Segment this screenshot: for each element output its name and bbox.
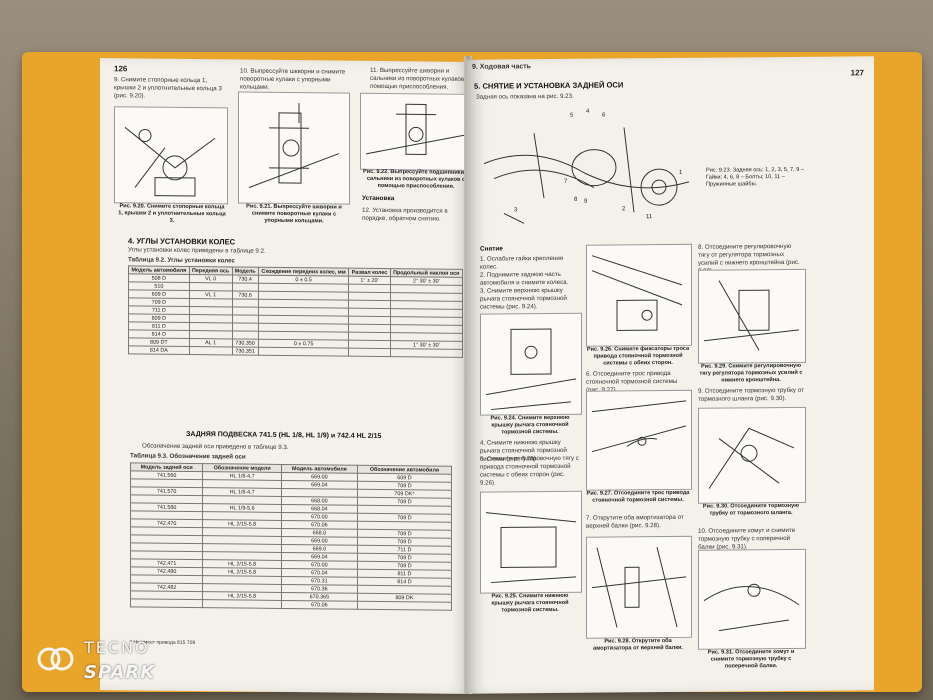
removal-step-5: 5. Снимите регулировочную тягу с привода… (480, 454, 579, 487)
tecno-logo-icon (37, 647, 74, 671)
table-9-2-cell: 730.351 (232, 346, 259, 356)
table-9-3-cell (357, 601, 452, 611)
watermark-model: SPARK (84, 662, 156, 683)
figure-9-30-caption: Рис. 9.30. Отсоедините тормозную трубку … (702, 502, 800, 517)
figure-9-20-caption: Рис. 9.20. Снимите стопорные кольца 1, к… (118, 203, 226, 224)
figure-9-31-caption: Рис. 9.31. Отсоедините хомут и снимите т… (707, 648, 795, 670)
figure-9-26 (586, 243, 692, 347)
figure-9-27-caption: Рис. 9.27. Отсоедините трос привода стоя… (586, 489, 690, 504)
table-9-2-cell (258, 347, 349, 357)
svg-text:3: 3 (514, 207, 518, 213)
svg-text:4: 4 (586, 109, 590, 115)
svg-text:9: 9 (584, 199, 588, 205)
table-9-2-cell (232, 314, 259, 324)
section-5-intro: Задняя ось показана на рис. 9.23. (476, 92, 574, 101)
rear-suspension-title: ЗАДНЯЯ ПОДВЕСКА 741.5 (HL 1/8, HL 1/9) и… (186, 430, 382, 440)
figure-9-30 (698, 406, 806, 504)
table-9-2-cell (232, 298, 259, 308)
section-5-title: 5. СНЯТИЕ И УСТАНОВКА ЗАДНЕЙ ОСИ (474, 80, 624, 91)
figure-9-31 (698, 548, 806, 650)
step-9-text: 9. Снимите стопорные кольца 1, крышки 2 … (114, 76, 222, 100)
figure-9-29-caption: Рис. 9.29. Снимите регулировочную тягу р… (699, 362, 803, 384)
svg-text:1: 1 (679, 170, 683, 176)
table-9-2-header-2: Модель (232, 266, 259, 276)
table-9-2-cell: 730.4 (232, 274, 259, 284)
figure-9-26-caption: Рис. 9.26. Снимите фиксаторы троса приво… (586, 345, 690, 367)
table-9-2-cell (232, 330, 259, 340)
figure-9-24-caption: Рис. 9.24. Снимите верхнюю крышку рычага… (490, 414, 570, 436)
table-9-2-cell (232, 282, 259, 292)
right-page: 9. Ходовая часть 127 5. СНЯТИЕ И УСТАНОВ… (466, 56, 874, 694)
table-9-3-title: Таблица 9.3. Обозначение задней оси (130, 452, 246, 461)
rear-suspension-intro: Обозначение задней оси приведено в табли… (142, 442, 289, 452)
figure-9-20 (114, 106, 228, 205)
page-number-right: 127 (850, 68, 864, 78)
table-9-2-cell (390, 348, 463, 358)
section-4-intro: Углы установки колес приведены в таблице… (128, 246, 266, 255)
figure-9-21-caption: Рис. 9.21. Выпрессуйте шкворни и снимите… (246, 203, 342, 225)
figure-9-29 (698, 268, 806, 364)
svg-text:11: 11 (646, 214, 653, 220)
step-10-text: 10. Выпрессуйте шкворни и снимите поворо… (240, 67, 346, 91)
watermark-brand: TECNO (84, 638, 150, 657)
svg-text:5: 5 (570, 113, 574, 119)
removal-step-9: 9. Отсоедините тормозную трубку от тормо… (698, 386, 804, 403)
assembly-text: 12. Установка производится в порядке, об… (362, 206, 448, 223)
section-4-title: 4. УГЛЫ УСТАНОВКИ КОЛЕС (128, 236, 236, 247)
removal-step-7: 7. Открутите оба амортизатора от верхней… (586, 513, 684, 530)
figure-9-21 (238, 91, 350, 205)
left-page: 126 9. Снимите стопорные кольца 1, крышк… (100, 58, 472, 694)
svg-text:8: 8 (574, 197, 578, 203)
figure-9-22a-caption: Рис. 9.22. Выпрессуйте подшипники и саль… (362, 168, 469, 190)
page-number-left: 126 (114, 64, 128, 74)
assembly-title: Установка (362, 194, 395, 203)
figure-9-27 (586, 389, 692, 491)
svg-text:2: 2 (622, 206, 626, 212)
figure-9-25-caption: Рис. 9.25. Снимите нижнюю крышку рычага … (491, 592, 569, 614)
table-9-2-cell: 730.6 (232, 290, 259, 300)
figure-9-24 (480, 312, 582, 416)
figure-9-23-caption: Рис. 9.23. Задняя ось: 1, 2, 3, 5, 7, 9 … (706, 166, 805, 188)
table-9-3-cell (130, 598, 203, 608)
table-9-2-cell (189, 346, 233, 355)
table-9-2-cell (348, 348, 391, 357)
removal-title: Снятие (480, 245, 503, 253)
removal-step-1: 1. Ослабьте гайки крепления колес. (480, 254, 564, 271)
removal-step-2: 2. Поднимите заднюю часть автомобиля и с… (480, 270, 569, 287)
step-11-text: 11. Выпрессуйте шкворни и сальники из по… (370, 66, 469, 91)
figure-9-28-caption: Рис. 9.28. Открутите оба амортизатора от… (593, 637, 683, 652)
table-9-2-title: Таблица 9.2. Углы установки колес (128, 256, 235, 265)
table-9-2-cell: 730.350 (232, 338, 259, 348)
table-9-2-cell (232, 306, 259, 316)
figure-9-25 (480, 490, 582, 594)
svg-text:7: 7 (564, 179, 568, 185)
figure-9-28 (586, 535, 692, 639)
table-9-2-cell (232, 322, 259, 332)
table-9-3-cell: 670.06 (281, 600, 358, 610)
running-head: 9. Ходовая часть (472, 63, 531, 71)
figure-9-22a (360, 92, 472, 171)
table-9-3-cell (202, 599, 282, 609)
removal-step-3: 3. Снимите верхнюю крышку рычага стояноч… (480, 286, 567, 311)
table-9-2-cell: 814 DA (128, 345, 190, 355)
svg-text:6: 6 (602, 113, 606, 119)
